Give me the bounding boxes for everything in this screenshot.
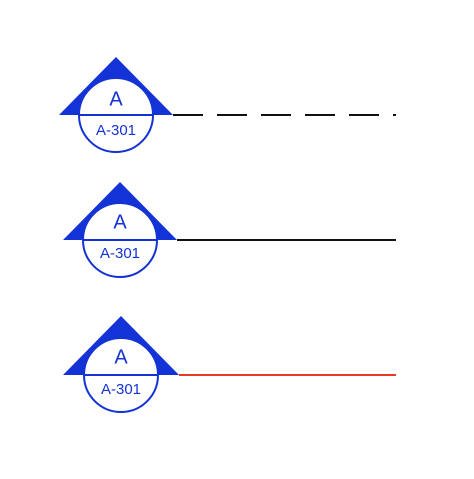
section-marker-2: A A-301 [63, 182, 396, 278]
section-marker-1-top-label: A [109, 88, 123, 110]
section-marker-1: A A-301 [59, 57, 396, 153]
section-marker-3-bottom-label: A-301 [101, 381, 141, 398]
section-marker-1-bottom-label: A-301 [96, 122, 136, 139]
section-marker-3-top-label: A [114, 346, 128, 368]
section-marker-2-top-label: A [113, 211, 127, 233]
section-marker-2-bottom-label: A-301 [100, 245, 140, 262]
section-marker-3: A A-301 [63, 316, 396, 413]
